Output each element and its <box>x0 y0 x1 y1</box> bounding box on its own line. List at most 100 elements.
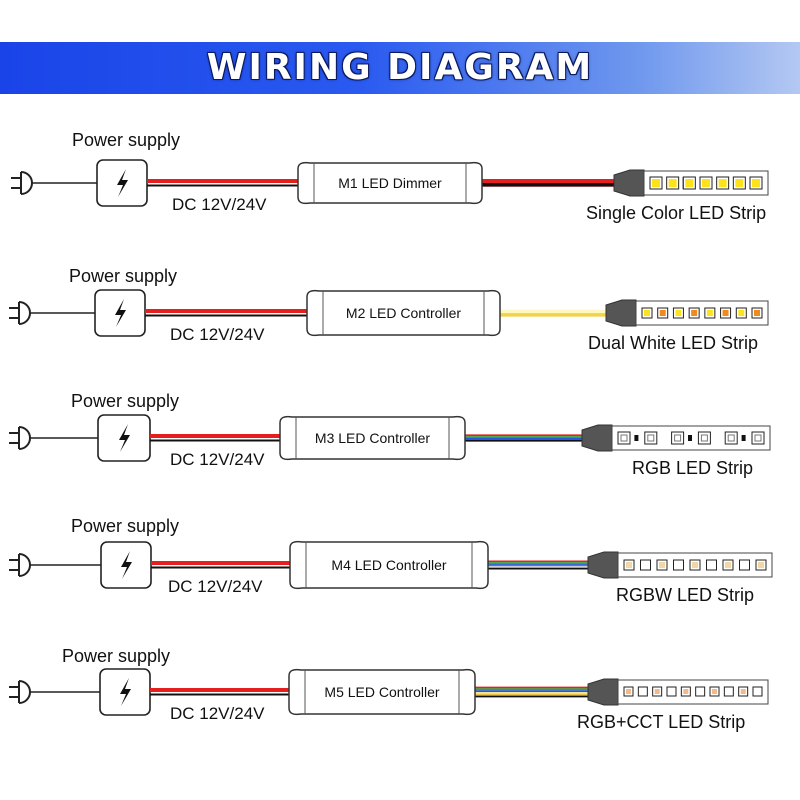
strip-connector <box>587 678 619 706</box>
led-chip-light <box>755 689 760 694</box>
led-chip-core <box>674 434 682 442</box>
strip-connector <box>581 424 613 452</box>
power-supply-label: Power supply <box>69 266 177 286</box>
ac-plug-icon <box>9 301 31 325</box>
wiring-row-4: M4 LED Controller Power supply DC 12V/24V R… <box>9 516 773 605</box>
strip-connector <box>613 169 645 197</box>
voltage-label: DC 12V/24V <box>168 577 263 596</box>
wiring-row-1: M1 LED Dimmer Power supply DC 12V/24V Singl… <box>11 130 769 223</box>
controller-label: M1 LED Dimmer <box>338 175 442 191</box>
lightning-bolt-icon <box>117 169 128 197</box>
led-controller: M5 LED Controller <box>288 668 476 716</box>
led-strip <box>587 551 773 579</box>
controller-body <box>297 161 483 205</box>
led-chip-light <box>706 310 713 316</box>
led-chip-light <box>708 562 715 568</box>
page-title: WIRING DIAGRAM <box>206 47 594 88</box>
led-chip-light <box>675 310 682 316</box>
led-chip-light <box>668 179 677 187</box>
led-chip-light <box>659 310 666 316</box>
strip-label: Dual White LED Strip <box>588 333 758 353</box>
led-strip <box>605 299 769 327</box>
strip-connector <box>605 299 637 327</box>
lightning-bolt-icon <box>121 551 132 579</box>
led-chip-light <box>740 689 746 694</box>
led-chip-light <box>640 689 646 694</box>
strip-label: RGB+CCT LED Strip <box>577 712 745 732</box>
controller-body <box>288 668 476 716</box>
led-chip-light <box>675 562 682 568</box>
power-supply-label: Power supply <box>71 391 179 411</box>
led-chip-light <box>718 179 727 187</box>
led-chip-light <box>712 689 717 694</box>
controller-body <box>289 540 489 590</box>
voltage-label: DC 12V/24V <box>170 450 265 469</box>
led-chip-core <box>754 434 762 442</box>
controller-body <box>306 289 501 337</box>
wiring-row-3: M3 LED Controller Power supply DC 12V/24V R… <box>9 391 771 478</box>
controller-label: M2 LED Controller <box>346 305 461 321</box>
controller-body <box>279 415 466 461</box>
resistor <box>688 435 692 441</box>
resistor <box>634 435 639 441</box>
led-chip-light <box>654 689 660 694</box>
led-chip-light <box>758 562 764 568</box>
led-chip-light <box>644 310 650 316</box>
lightning-bolt-icon <box>120 678 131 706</box>
led-strip-body <box>635 300 769 326</box>
led-chip-core <box>700 434 708 442</box>
led-chip-light <box>754 310 760 316</box>
led-chip-light <box>725 562 731 568</box>
controller-label: M4 LED Controller <box>331 557 446 573</box>
led-chip-light <box>735 179 744 187</box>
strip-connector <box>587 551 619 579</box>
power-supply-label: Power supply <box>62 646 170 666</box>
led-chip-light <box>702 179 710 187</box>
led-controller: M1 LED Dimmer <box>297 161 483 205</box>
plug-head <box>20 171 33 195</box>
led-chip-light <box>738 310 745 316</box>
led-chip-light <box>683 689 689 694</box>
ac-plug-icon <box>9 553 31 577</box>
lightning-bolt-icon <box>119 424 130 452</box>
ac-plug-icon <box>11 171 33 195</box>
controller-label: M5 LED Controller <box>324 684 439 700</box>
led-chip-light <box>642 562 649 568</box>
voltage-label: DC 12V/24V <box>172 195 267 214</box>
led-controller: M2 LED Controller <box>306 289 501 337</box>
led-chip-light <box>669 689 674 694</box>
power-supply-label: Power supply <box>71 516 179 536</box>
led-chip-light <box>752 179 760 187</box>
led-chip-core <box>620 434 628 442</box>
led-controller: M4 LED Controller <box>289 540 489 590</box>
led-controller: M3 LED Controller <box>279 415 466 461</box>
title-banner <box>0 42 800 94</box>
strip-label: Single Color LED Strip <box>586 203 766 223</box>
led-chip-light <box>659 562 665 568</box>
plug-head <box>18 301 31 325</box>
voltage-label: DC 12V/24V <box>170 325 265 344</box>
wiring-row-5: M5 LED Controller Power supply DC 12V/24V R… <box>9 646 769 732</box>
led-chip-light <box>652 179 660 187</box>
led-chip-light <box>697 689 703 694</box>
led-chip-light <box>722 310 729 316</box>
lightning-bolt-icon <box>115 299 126 327</box>
led-strip <box>587 678 769 706</box>
led-chip-light <box>626 562 632 568</box>
strip-label: RGB LED Strip <box>632 458 753 478</box>
led-chip-light <box>726 689 732 694</box>
plug-head <box>18 553 31 577</box>
ac-plug-icon <box>9 680 31 704</box>
resistor <box>741 435 746 441</box>
power-supply-label: Power supply <box>72 130 180 150</box>
led-chip-light <box>685 179 694 187</box>
led-chip-light <box>691 310 698 316</box>
wiring-row-2: M2 LED Controller Power supply DC 12V/24V D… <box>9 266 769 353</box>
led-strip <box>613 169 769 197</box>
voltage-label: DC 12V/24V <box>170 704 265 723</box>
plug-head <box>18 680 31 704</box>
led-chip-core <box>727 434 735 442</box>
strip-label: RGBW LED Strip <box>616 585 754 605</box>
